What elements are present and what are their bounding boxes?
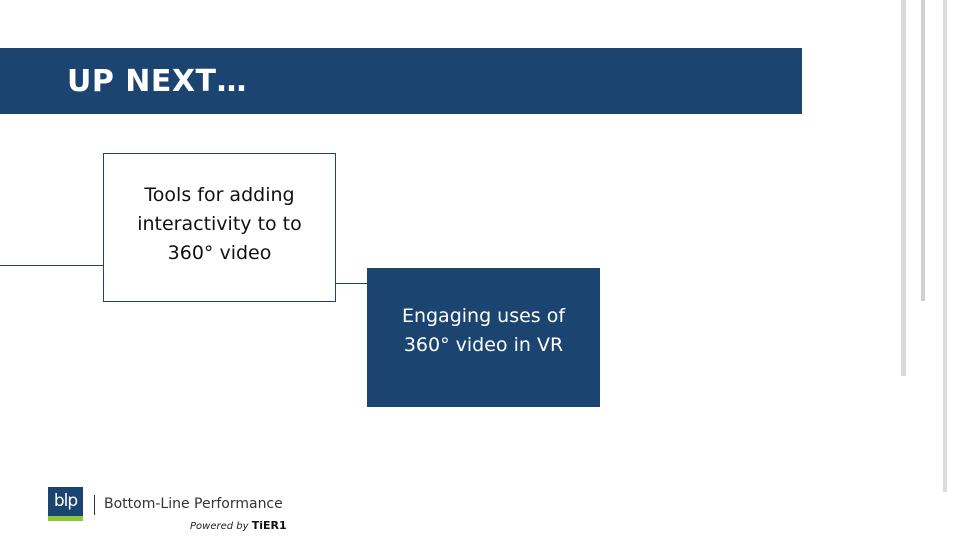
decorative-side-bar-1 (901, 0, 906, 376)
connector-line-middle (336, 283, 367, 284)
blp-logo-stripe (48, 516, 83, 521)
powered-by-text: Powered by (190, 521, 249, 532)
decorative-side-bar-2 (921, 0, 925, 301)
connector-line-left (0, 265, 103, 266)
topic-box-engaging-uses: Engaging uses of 360° video in VR (367, 268, 600, 407)
powered-by-line: Powered by TiER1 (190, 519, 287, 532)
decorative-side-bar-3 (943, 0, 947, 492)
topic-box-engaging-uses-text: Engaging uses of 360° video in VR (401, 304, 566, 356)
title-banner: UP NEXT… (0, 48, 802, 114)
topic-box-interactivity-tools: Tools for adding interactivity to to 360… (103, 153, 336, 302)
blp-logo-letters: blp (53, 491, 78, 511)
tier1-brand: TiER1 (251, 519, 287, 532)
topic-box-interactivity-tools-text: Tools for adding interactivity to to 360… (137, 184, 302, 264)
company-name: Bottom-Line Performance (104, 496, 283, 512)
blp-logo: blp (48, 487, 83, 521)
slide-title: UP NEXT… (67, 64, 247, 99)
logo-divider (94, 495, 95, 515)
